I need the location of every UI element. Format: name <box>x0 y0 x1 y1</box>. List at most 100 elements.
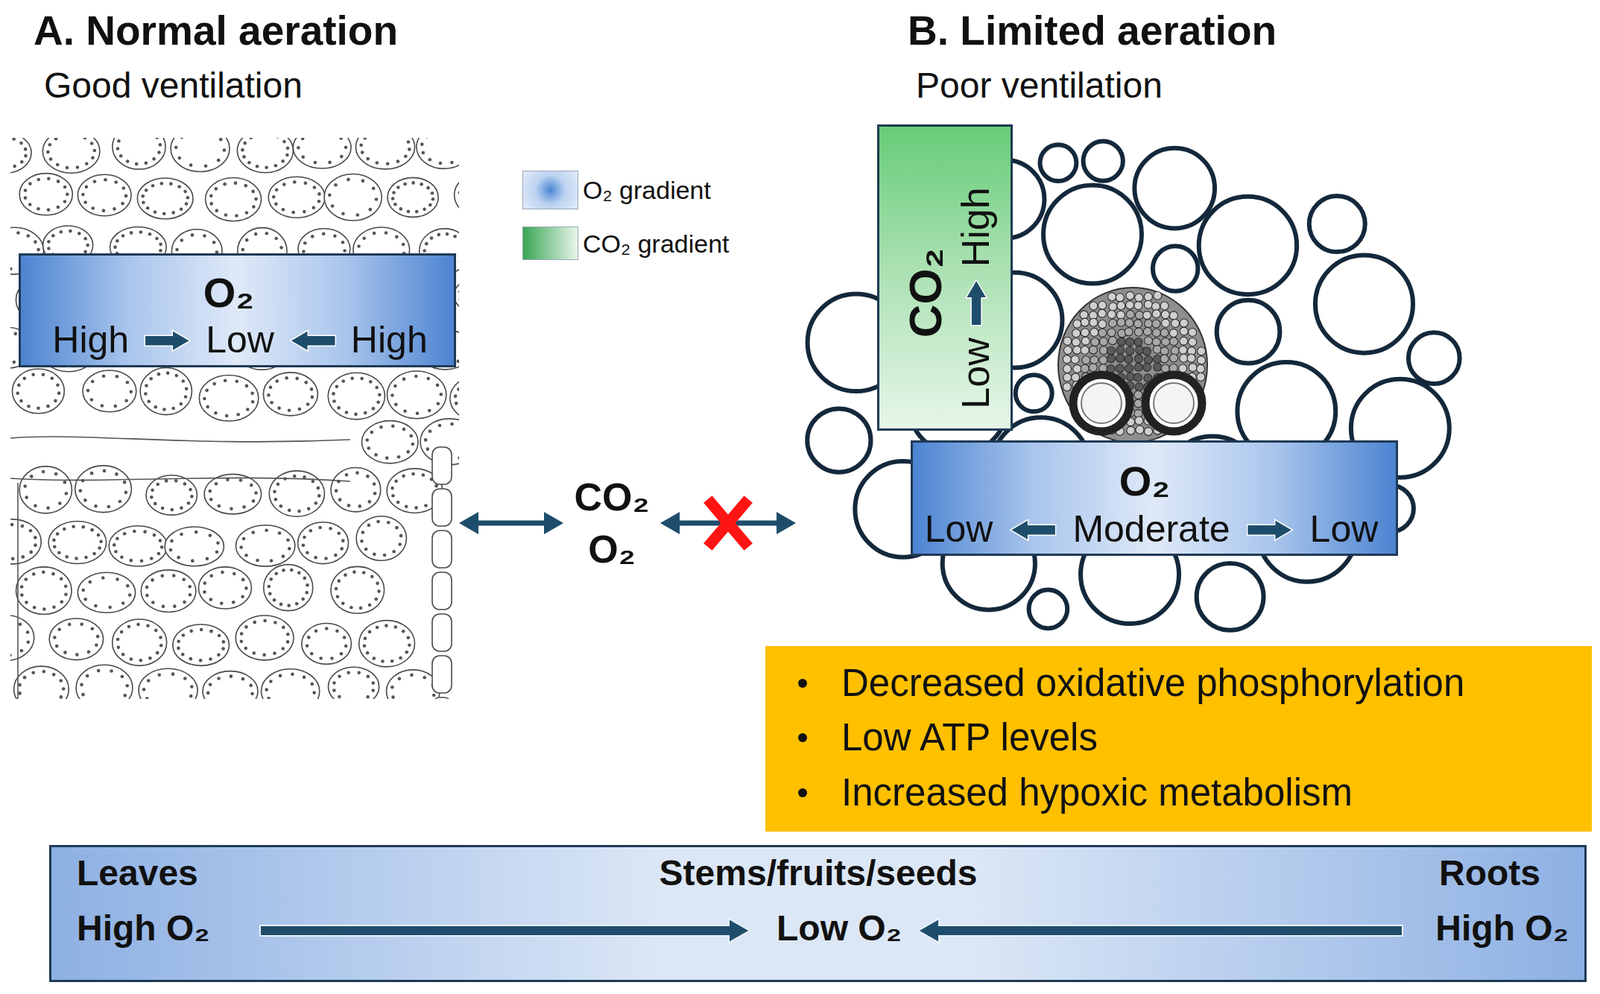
chloroplast-dot <box>158 248 163 253</box>
chloroplast-dot <box>84 161 89 166</box>
chloroplast-dot <box>341 379 346 384</box>
epidermis-cell <box>432 447 452 485</box>
chloroplast-dot <box>360 150 365 155</box>
bundle-cell <box>1073 345 1082 354</box>
legend-label: CO₂ gradient <box>582 228 730 259</box>
panel-heading: B. Limited aeration <box>907 7 1277 55</box>
chloroplast-dot <box>290 672 295 677</box>
gradient-arrow <box>918 918 1403 943</box>
chloroplast-dot <box>190 233 195 237</box>
chloroplast-dot <box>274 187 279 192</box>
leaf-cross-section <box>10 137 460 700</box>
chloroplast-dot <box>61 687 66 691</box>
chloroplast-dot <box>208 683 213 688</box>
bundle-cell <box>1133 373 1142 382</box>
chloroplast-dot <box>339 652 344 656</box>
chloroplast-dot <box>458 289 460 294</box>
chloroplast-dot <box>394 403 398 407</box>
chloroplast-dot <box>361 178 366 183</box>
chloroplast-dot <box>402 377 407 381</box>
chloroplast-dot <box>84 555 88 560</box>
chloroplast-dot <box>225 414 229 419</box>
chloroplast-dot <box>46 176 51 181</box>
chloroplast-dot <box>153 405 158 410</box>
chloroplast-dot <box>410 442 415 447</box>
chloroplast-dot <box>393 384 398 389</box>
chloroplast-dot <box>65 166 70 170</box>
chloroplast-dot <box>159 181 164 186</box>
leaf-cell <box>327 666 379 700</box>
chloroplast-dot <box>229 674 234 679</box>
chloroplast-dot <box>386 161 390 166</box>
chloroplast-dot <box>244 553 249 558</box>
chloroplast-dot <box>370 575 375 580</box>
chloroplast-dot <box>85 243 90 248</box>
chloroplast-dot <box>115 374 120 379</box>
chloroplast-dot <box>81 693 85 697</box>
chloroplast-dot <box>332 399 337 404</box>
leaf-cell <box>10 137 32 173</box>
parenchyma-cell <box>1043 185 1142 284</box>
chloroplast-dot <box>336 579 341 583</box>
parenchyma-cell <box>1216 300 1281 364</box>
chloroplast-dot <box>234 181 238 185</box>
chloroplast-dot <box>24 600 29 605</box>
chloroplast-dot <box>318 656 323 661</box>
chloroplast-dot <box>158 635 163 640</box>
chloroplast-dot <box>46 506 50 510</box>
chloroplast-dot <box>184 394 188 399</box>
chloroplast-dot <box>125 584 130 588</box>
chloroplast-dot <box>368 380 373 384</box>
bundle-cell <box>1179 327 1188 336</box>
chloroplast-dot <box>371 187 376 191</box>
chloroplast-dot <box>108 605 112 610</box>
chloroplast-dot <box>187 501 191 506</box>
chloroplast-dot <box>422 675 427 680</box>
bundle-cell <box>1169 329 1178 338</box>
chloroplast-dot <box>371 681 375 685</box>
chloroplast-dot <box>194 530 199 535</box>
chloroplast-dot <box>120 675 125 679</box>
chloroplast-dot <box>63 199 68 204</box>
chloroplast-dot <box>90 471 94 476</box>
chloroplast-dot <box>52 544 57 549</box>
chloroplast-dot <box>183 676 188 681</box>
chloroplast-dot <box>76 165 80 170</box>
carbon-dioxide-gradient-box: CO₂LowHigh <box>877 124 1013 431</box>
chloroplast-dot <box>140 559 144 564</box>
chloroplast-dot <box>202 234 207 238</box>
chloroplast-dot <box>202 397 207 401</box>
chloroplast-dot <box>239 545 243 550</box>
arrow-head <box>544 511 564 535</box>
bundle-cell <box>1178 345 1188 354</box>
chloroplast-dot <box>239 478 243 483</box>
bundle-cell <box>1108 292 1117 302</box>
chloroplast-dot <box>157 372 161 377</box>
chloroplast-dot <box>129 231 134 235</box>
bundle-cell <box>1116 310 1125 319</box>
chloroplast-dot <box>149 556 154 561</box>
chloroplast-dot <box>252 651 257 656</box>
chloroplast-dot <box>49 157 53 161</box>
bundle-cell <box>1072 329 1081 338</box>
epidermis-line <box>10 477 351 482</box>
chloroplast-dot <box>397 677 402 682</box>
chloroplast-dot <box>302 535 307 540</box>
chloroplast-dot <box>26 640 31 644</box>
connector-arrow <box>459 511 564 535</box>
bundle-cell <box>1124 327 1133 337</box>
chloroplast-dot <box>11 557 15 562</box>
chloroplast-dot <box>280 159 285 164</box>
chloroplast-dot <box>92 552 97 556</box>
gradient-level: Low <box>953 337 999 409</box>
bundle-cell <box>1188 338 1197 347</box>
leaf-cell <box>10 615 35 662</box>
chloroplast-dot <box>116 637 120 642</box>
leaf-cell <box>202 671 258 700</box>
chloroplast-dot <box>393 202 398 207</box>
bundle-cell <box>1171 318 1180 328</box>
chloroplast-dot <box>56 179 61 184</box>
chloroplast-dot <box>274 497 278 502</box>
epidermis-cell <box>432 614 452 652</box>
bundle-cell <box>1062 355 1071 364</box>
